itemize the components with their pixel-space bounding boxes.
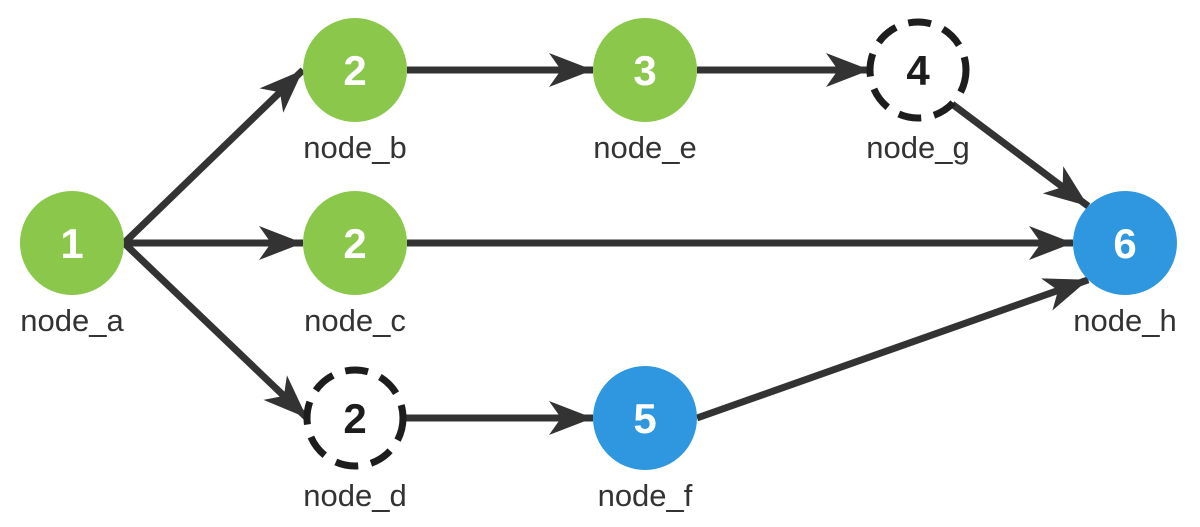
graph-node-node_h: 6 node_h — [1073, 191, 1177, 338]
node-value: 5 — [633, 395, 656, 442]
graph-node-node_f: 5 node_f — [593, 366, 697, 513]
node-circle-solid — [20, 191, 124, 295]
node-value: 3 — [633, 47, 656, 94]
graph-node-node_a: 1 node_a — [20, 191, 124, 338]
node-circle-dashed — [303, 366, 407, 470]
graph-node-node_e: 3 node_e — [593, 18, 697, 165]
nodes-layer: 1 node_a 2 node_b 2 node_c 2 node_d 3 node_e 5 node… — [20, 18, 1177, 513]
node-value: 6 — [1113, 220, 1136, 267]
edges-layer — [121, 53, 1091, 435]
node-label: node_h — [1073, 303, 1176, 338]
node-label: node_a — [20, 303, 124, 338]
node-circle-solid — [1073, 191, 1177, 295]
graph-node-node_c: 2 node_c — [303, 191, 407, 338]
node-circle-solid — [303, 191, 407, 295]
node-value: 2 — [343, 395, 366, 442]
node-value: 4 — [906, 47, 930, 94]
node-circle-solid — [303, 18, 407, 122]
node-value: 1 — [60, 220, 83, 267]
node-label: node_g — [866, 130, 969, 165]
node-value: 2 — [343, 47, 366, 94]
graph-node-node_d: 2 node_d — [303, 366, 407, 513]
node-circle-dashed — [866, 18, 970, 122]
edge-node_a-to-node_d — [121, 240, 310, 421]
edge-node_f-to-node_h — [695, 276, 1090, 422]
node-value: 2 — [343, 220, 366, 267]
node-circle-solid — [593, 366, 697, 470]
node-circle-solid — [593, 18, 697, 122]
edge-node_a-to-node_b — [121, 67, 306, 246]
graph-node-node_g: 4 node_g — [866, 18, 970, 165]
node-label: node_d — [303, 478, 406, 513]
graph-node-node_b: 2 node_b — [303, 18, 407, 165]
node-label: node_f — [598, 478, 693, 513]
node-label: node_c — [304, 303, 406, 338]
node-label: node_b — [303, 130, 406, 165]
node-label: node_e — [593, 130, 696, 165]
edge-node_g-to-node_h — [949, 101, 1091, 210]
